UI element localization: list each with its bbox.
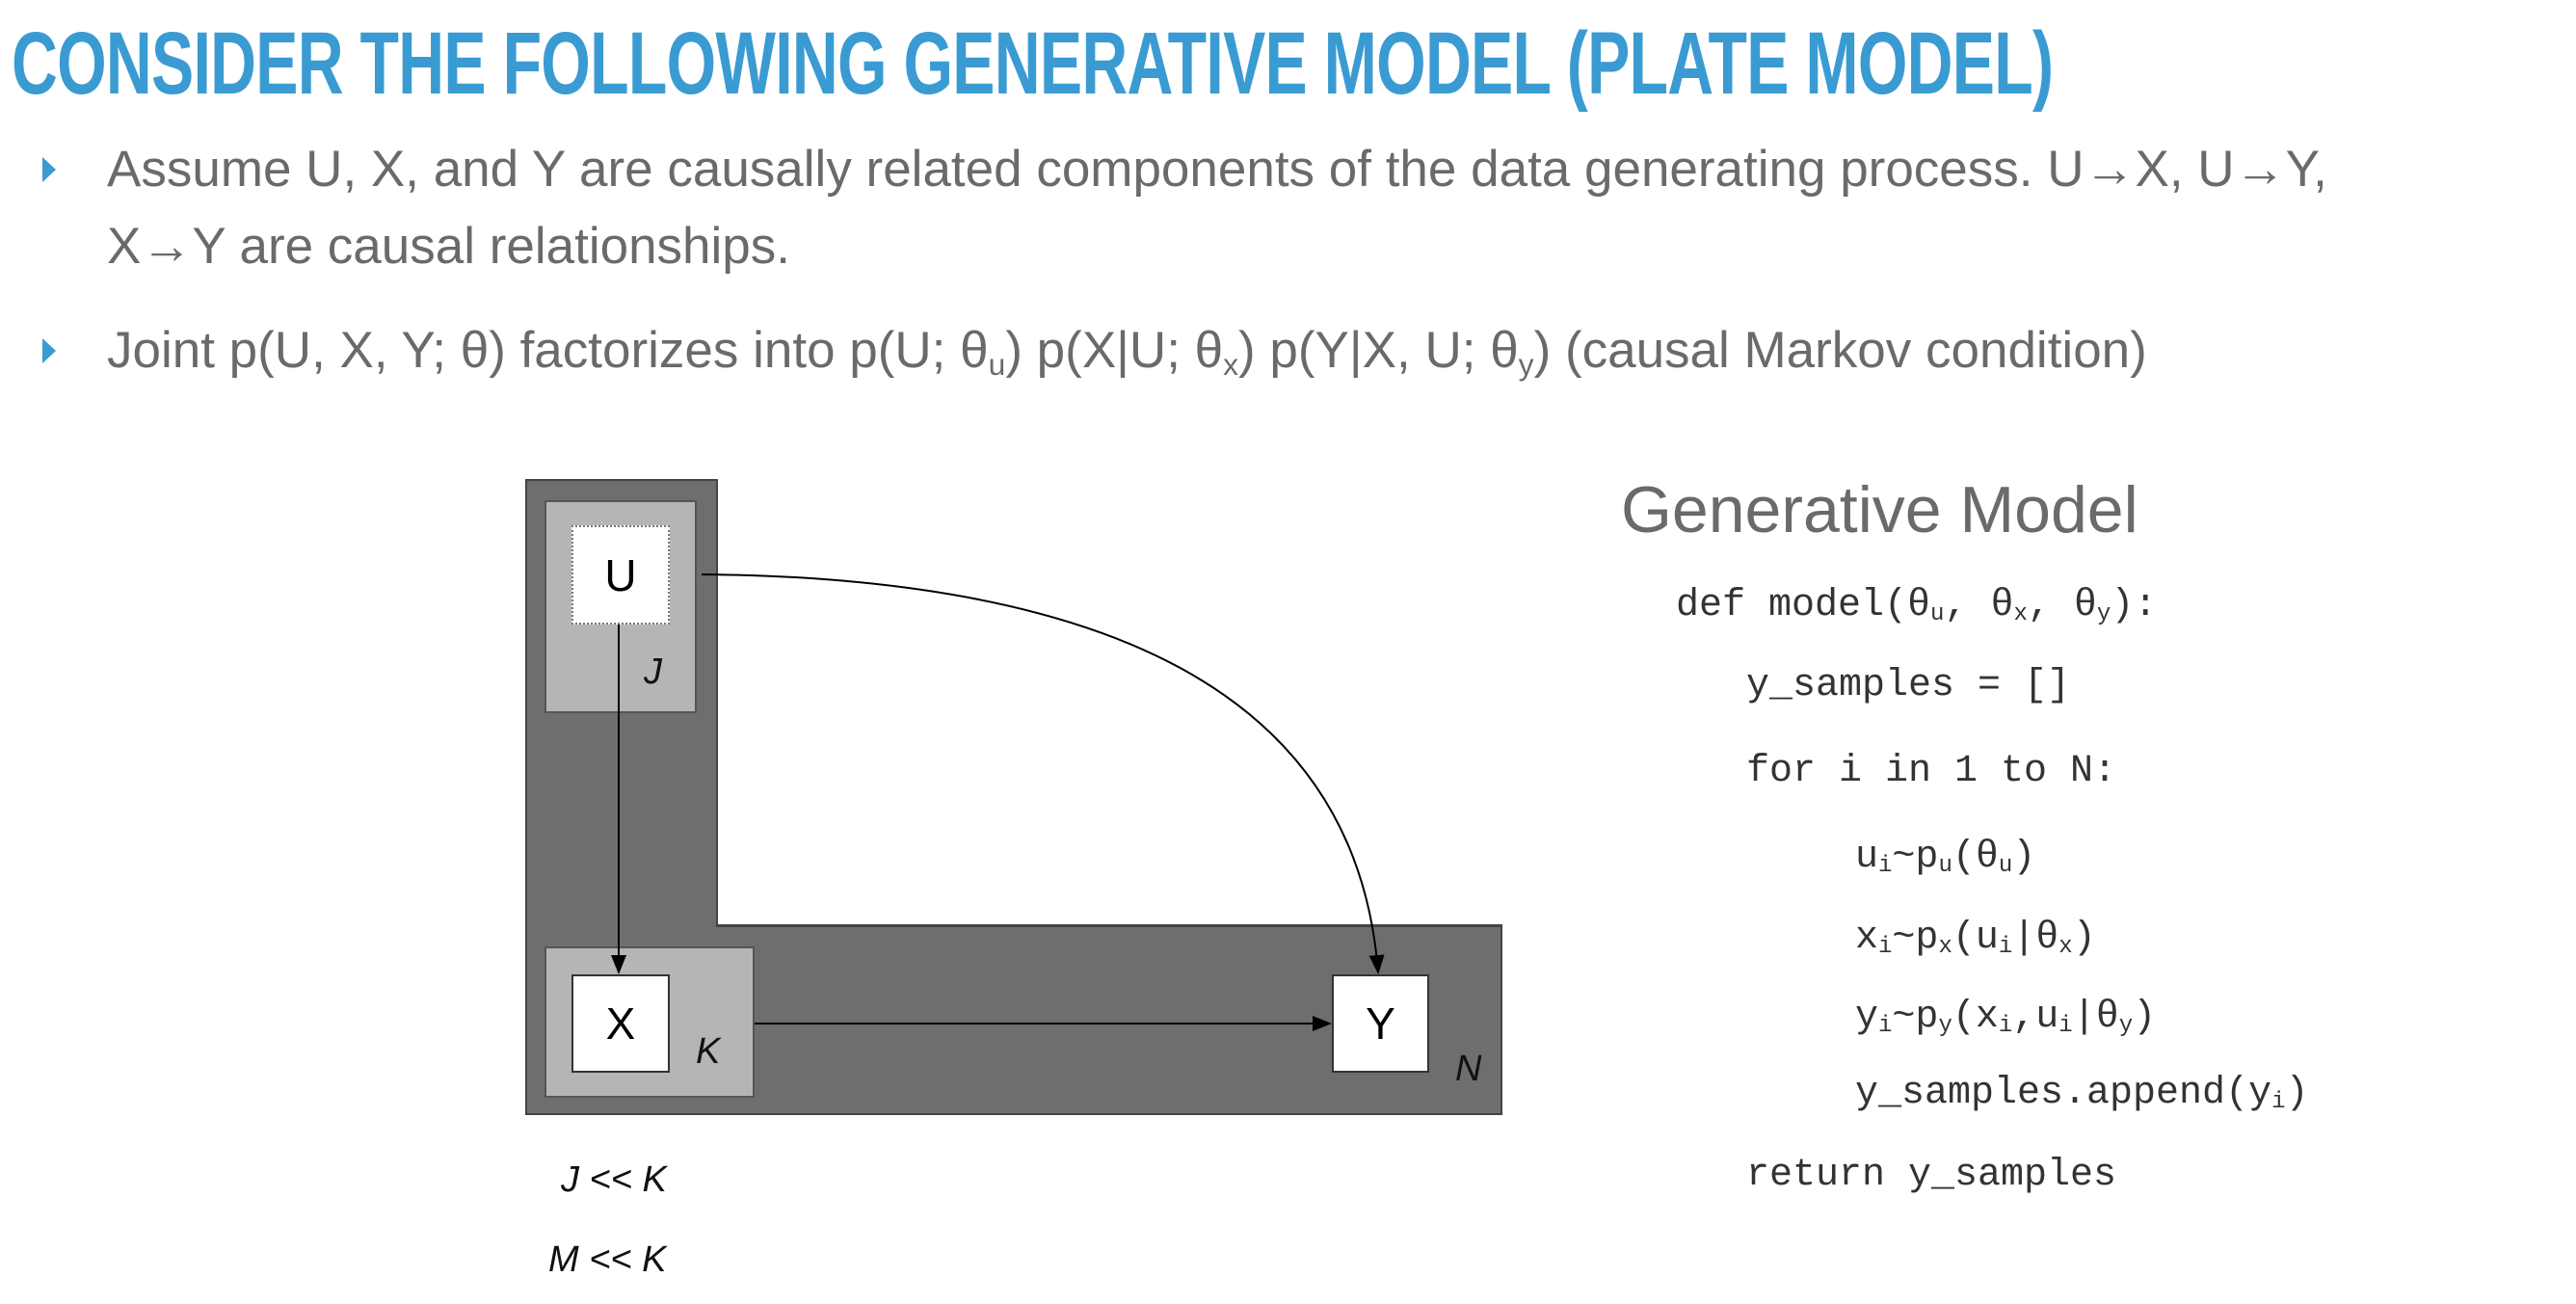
code-line: ui~pu(θu) <box>1855 836 2035 879</box>
text-segment: ) <box>2012 836 2036 879</box>
text-segment: |θ <box>2012 917 2059 960</box>
text-segment: ) <box>2133 996 2157 1039</box>
text-segment: ) (causal Markov condition) <box>1533 322 2147 379</box>
code-line: def model(θu, θx, θy): <box>1676 584 2157 627</box>
slide-title: CONSIDER THE FOLLOWING GENERATIVE MODEL … <box>12 14 2054 113</box>
subscript: u <box>1938 852 1952 879</box>
subscript: y <box>2118 1012 2134 1039</box>
code-line: for i in 1 to N: <box>1746 750 2116 793</box>
text-segment: y_samples.append(y <box>1855 1072 2272 1115</box>
subscript: i <box>1998 1012 2013 1039</box>
subscript: i <box>2058 1012 2073 1039</box>
subscript: x <box>2058 933 2073 960</box>
text-segment: (u <box>1952 917 1999 960</box>
text-segment: def model(θ <box>1676 584 1931 627</box>
subscript: y <box>2096 600 2111 627</box>
subscript: i <box>1998 933 2013 960</box>
subscript: y <box>1938 1012 1952 1039</box>
text-segment: , θ <box>2027 584 2097 627</box>
subscript: u <box>1930 600 1945 627</box>
text-segment: (x <box>1952 996 1999 1039</box>
plate-j-label: J <box>644 652 662 692</box>
code-line: return y_samples <box>1746 1154 2116 1197</box>
text-segment: ~p <box>1892 996 1939 1039</box>
subscript: x <box>1223 346 1239 382</box>
text-segment: ) <box>2285 1072 2309 1115</box>
plate-n-join <box>527 920 716 930</box>
subscript: u <box>1998 852 2013 879</box>
text-segment: , θ <box>1944 584 2014 627</box>
code-line: y_samples = [] <box>1746 664 2070 707</box>
bullet-1-line-1: Assume U, X, and Y are causally related … <box>107 141 2327 198</box>
condition-2: M << K <box>548 1239 667 1280</box>
text-segment: x <box>1855 917 1879 960</box>
text-segment: ~p <box>1892 836 1939 879</box>
text-segment: y <box>1855 996 1879 1039</box>
subscript: i <box>1878 933 1893 960</box>
condition-1: J << K <box>561 1159 667 1200</box>
text-segment: ~p <box>1892 917 1939 960</box>
subscript: u <box>988 346 1006 382</box>
subscript: i <box>1878 852 1893 879</box>
code-line: y_samples.append(yi) <box>1855 1072 2309 1115</box>
node-y: Y <box>1332 974 1429 1073</box>
text-segment: return y_samples <box>1746 1154 2117 1197</box>
text-segment: (θ <box>1952 836 1999 879</box>
edge-u-y <box>701 573 1385 974</box>
subscript: i <box>2271 1088 2286 1115</box>
subscript: y <box>1518 346 1534 382</box>
subscript: x <box>2013 600 2028 627</box>
node-x: X <box>571 974 670 1073</box>
subscript: x <box>1938 933 1952 960</box>
bullet-icon <box>42 157 56 182</box>
text-segment: y_samples = [] <box>1746 664 2071 707</box>
subscript: i <box>1878 1012 1893 1039</box>
text-segment: ) p(Y|X, U; θ <box>1238 322 1519 379</box>
edges <box>611 573 1385 1031</box>
text-segment: ) <box>2072 917 2096 960</box>
text-segment: ): <box>2111 584 2158 627</box>
text-segment: for i in 1 to N: <box>1746 750 2117 793</box>
bullet-icon <box>42 338 56 363</box>
plate-n-label: N <box>1455 1049 1482 1089</box>
text-segment: ,u <box>2012 996 2059 1039</box>
text-segment: |θ <box>2072 996 2119 1039</box>
plate-k-label: K <box>696 1031 721 1072</box>
text-segment: ) p(X|U; θ <box>1005 322 1224 379</box>
plate-diagram: U X Y J K N J << K M << K <box>525 479 1502 1280</box>
bullet-2-text: Joint p(U, X, Y; θ) factorizes into p(U;… <box>107 321 2147 383</box>
code-line: xi~px(ui|θx) <box>1855 917 2096 960</box>
node-u: U <box>571 525 670 625</box>
text-segment: u <box>1855 836 1879 879</box>
code-line: yi~py(xi,ui|θy) <box>1855 996 2156 1039</box>
generative-model-title: Generative Model <box>1621 473 2138 546</box>
bullet-1-line-2: X→Y are causal relationships. <box>107 218 791 275</box>
text-segment: Joint p(U, X, Y; θ) factorizes into p(U;… <box>107 322 989 379</box>
